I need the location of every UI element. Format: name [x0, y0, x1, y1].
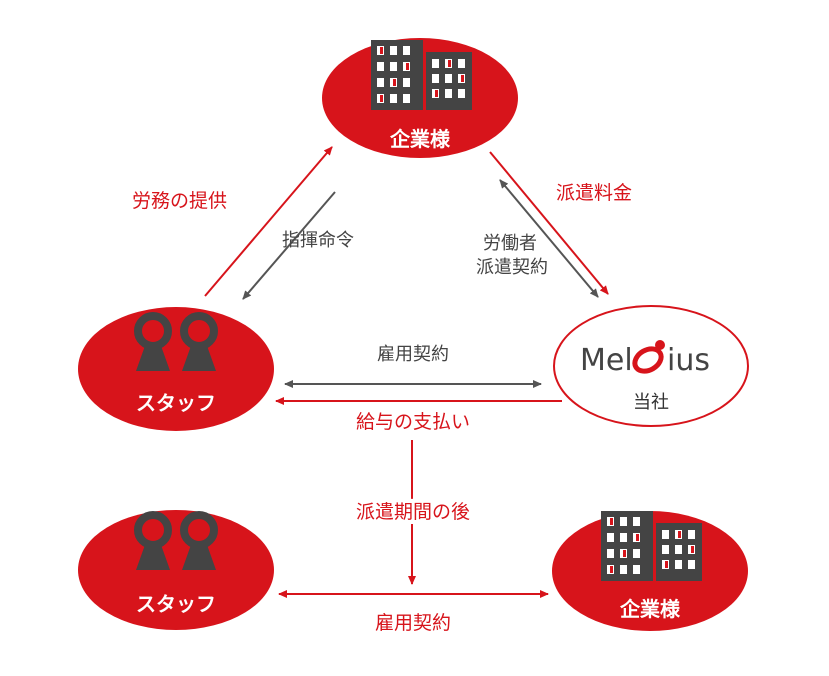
brand-suffix: ius [667, 343, 710, 378]
dispatch-fee-label: 派遣料金 [556, 182, 632, 204]
worker-dispatch-contract-label-2: 派遣契約 [476, 257, 548, 278]
logo-o-icon [632, 340, 665, 374]
melius-label: 当社 [633, 392, 669, 413]
employment-contract-bottom-label: 雇用契約 [375, 612, 451, 634]
command-label: 指揮命令 [282, 230, 354, 251]
company-bottom-node: 企業様 [552, 511, 748, 631]
labor-provision-label: 労務の提供 [132, 190, 227, 212]
staff-bottom-label: スタッフ [136, 592, 216, 616]
brand-prefix: Mel [580, 343, 633, 378]
staff-left-node: スタッフ [78, 307, 274, 431]
labor-provision-arrow [204, 146, 333, 297]
company-top-node: 企業様 [322, 38, 518, 158]
company-top-label: 企業様 [389, 127, 451, 151]
command-arrow [242, 191, 336, 300]
worker-dispatch-contract-label-1: 労働者 [483, 233, 537, 254]
salary-payment-label: 給与の支払い [356, 411, 470, 433]
company-bottom-label: 企業様 [619, 597, 681, 621]
staff-left-label: スタッフ [136, 391, 216, 415]
melius-node: Mel ius 当社 [553, 305, 749, 427]
after-dispatch-period-label: 派遣期間の後 [356, 501, 470, 523]
staff-bottom-node: スタッフ [78, 510, 274, 630]
employment-contract-top-label: 雇用契約 [377, 344, 449, 365]
worker-dispatch-contract-arrow [499, 179, 599, 298]
